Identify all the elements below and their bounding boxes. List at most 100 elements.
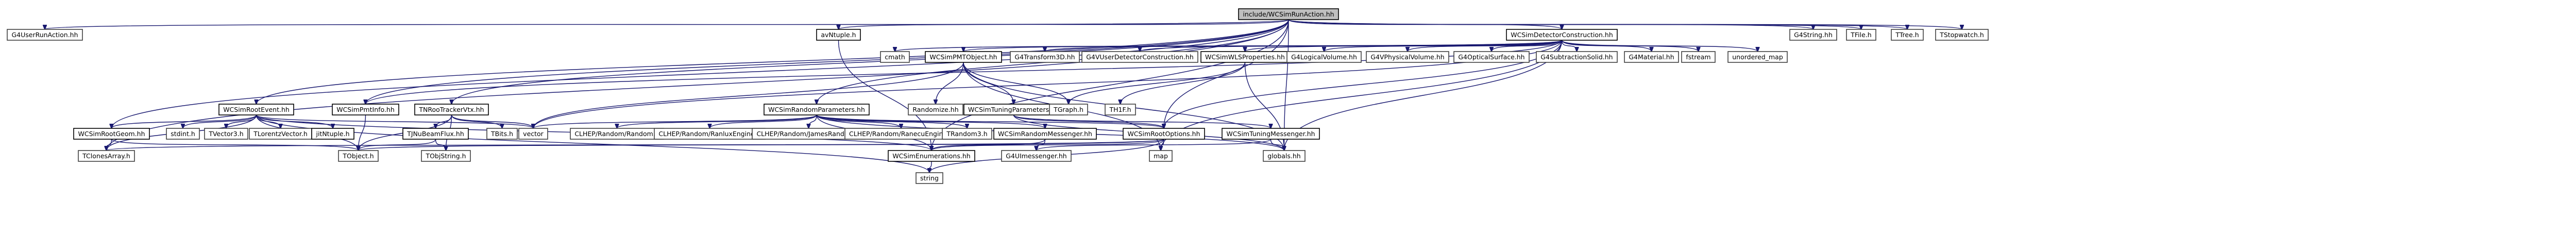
node-box-tnrootrackervtx [414, 104, 489, 115]
node-g4userrunaction: G4UserRunAction.hh [7, 29, 83, 41]
node-box-wcsimdetectorconstruction [1506, 29, 1618, 41]
node-jitntuple[interactable]: jitNtuple.h [311, 128, 354, 140]
node-label-g4vuserdetectorconstruction: G4VUserDetectorConstruction.hh [1086, 53, 1194, 61]
node-root[interactable]: include/WCSimRunAction.hh [1238, 8, 1339, 20]
node-label-g4userrunaction: G4UserRunAction.hh [11, 31, 78, 39]
node-box-wcsimrootevent [218, 104, 294, 115]
node-wcsimrootgeom[interactable]: WCSimRootGeom.hh [73, 128, 150, 140]
node-clhep_james: CLHEP/Random/JamesRandom.h [752, 128, 866, 140]
node-label-fstream: fstream [1686, 53, 1710, 61]
node-label-trandom3: TRandom3.h [946, 130, 987, 138]
node-label-wcsimrootevent: WCSimRootEvent.hh [223, 106, 290, 113]
node-label-randomize: Randomize.hh [912, 106, 958, 113]
edge-wcsimrootgeom-to-tobject [111, 139, 359, 151]
node-cmath: cmath [880, 51, 910, 63]
edge-wcsimdetectorconstruction-to-g4vphysicalvolume [1408, 40, 1563, 52]
node-box-g4transform3d [1010, 51, 1080, 63]
node-box-g4opticalsurface [1453, 51, 1530, 63]
edge-root-to-tstopwatch [1288, 19, 1962, 29]
node-label-tgraph: TGraph.h [1053, 106, 1083, 113]
node-box-wcsimpmtobject [925, 51, 1002, 63]
edge-wcsimrandomparameters-to-wcsimrootoptions [816, 114, 1164, 128]
node-label-ttree: TTree.h [1895, 31, 1919, 39]
edge-wcsimrandomparameters-to-vector [533, 114, 817, 128]
node-tclonesarray: TClonesArray.h [78, 150, 135, 162]
node-wcsimrootevent[interactable]: WCSimRootEvent.hh [218, 104, 294, 115]
node-g4material: G4Material.hh [1624, 51, 1679, 63]
node-label-wcsimpmtobject: WCSimPMTObject.hh [929, 53, 997, 61]
node-unordered_map: unordered_map [1727, 51, 1788, 63]
edge-tnrootrackervtx-to-vector [451, 114, 534, 128]
node-box-vector [518, 128, 548, 140]
node-wcsimwlsproperties[interactable]: WCSimWLSProperties.hh [1200, 51, 1290, 63]
node-g4vuserdetectorconstruction: G4VUserDetectorConstruction.hh [1081, 51, 1198, 63]
node-label-unordered_map: unordered_map [1732, 53, 1783, 61]
node-box-g4material [1624, 51, 1679, 63]
node-wcsimenumerations[interactable]: WCSimEnumerations.hh [888, 150, 975, 162]
node-label-string: string [920, 174, 939, 182]
node-box-g4logicalvolume [1286, 51, 1362, 63]
edge-wcsimrandomparameters-to-clhep_random [617, 114, 817, 128]
node-g4vphysicalvolume: G4VPhysicalVolume.hh [1366, 51, 1449, 63]
node-tobject: TObject.h [338, 150, 379, 162]
node-wcsimrootoptions[interactable]: WCSimRootOptions.hh [1123, 128, 1205, 140]
node-box-tstopwatch [1935, 29, 1989, 41]
node-avntuple[interactable]: avNtuple.h [816, 29, 861, 41]
edge-wcsimrandommessenger-to-wcsimenumerations [931, 139, 1046, 151]
node-tjnubeamflux[interactable]: TJNuBeamFlux.hh [402, 128, 469, 140]
node-label-wcsimrandommessenger: WCSimRandomMessenger.hh [998, 130, 1092, 138]
node-box-map [1149, 150, 1173, 162]
edge-root-to-avntuple [839, 19, 1289, 29]
node-box-globals [1263, 150, 1306, 162]
node-randomize: Randomize.hh [908, 104, 963, 115]
edge-tnrootrackervtx-to-tjnubeamflux [436, 114, 452, 128]
node-globals: globals.hh [1263, 150, 1306, 162]
edge-wcsimwlsproperties-to-th1f [1121, 62, 1246, 104]
node-tlorentzvector: TLorentzVector.h [249, 128, 312, 140]
node-label-tnrootrackervtx: TNRooTrackerVtx.hh [418, 106, 484, 113]
edge-tjnubeamflux-to-tobject [359, 139, 436, 151]
node-wcsimrandomparameters[interactable]: WCSimRandomParameters.hh [764, 104, 870, 115]
node-label-wcsimtuningmessenger: WCSimTuningMessenger.hh [1226, 130, 1315, 138]
node-wcsimrandommessenger[interactable]: WCSimRandomMessenger.hh [993, 128, 1097, 140]
node-g4logicalvolume: G4LogicalVolume.hh [1286, 51, 1362, 63]
node-label-g4string: G4String.hh [1794, 31, 1833, 39]
node-label-wcsimrootoptions: WCSimRootOptions.hh [1127, 130, 1200, 138]
node-box-avntuple [816, 29, 861, 41]
edge-wcsimrandomparameters-to-wcsimrandommessenger [816, 114, 1045, 128]
node-box-wcsimpmtinfo [332, 104, 399, 115]
node-trandom3: TRandom3.h [942, 128, 992, 140]
node-tnrootrackervtx[interactable]: TNRooTrackerVtx.hh [414, 104, 489, 115]
node-label-th1f: TH1F.h [1109, 106, 1131, 113]
edge-wcsimrootoptions-to-wcsimenumerations [931, 139, 1164, 151]
node-box-jitntuple [311, 128, 354, 140]
node-box-fstream [1681, 51, 1716, 63]
node-label-wcsimtuningparameters: WCSimTuningParameters.hh [968, 106, 1059, 113]
node-label-g4logicalvolume: G4LogicalVolume.hh [1291, 53, 1357, 61]
node-wcsimtuningmessenger[interactable]: WCSimTuningMessenger.hh [1222, 128, 1320, 140]
node-label-tstopwatch: TStopwatch.h [1939, 31, 1984, 39]
node-label-wcsimwlsproperties: WCSimWLSProperties.hh [1205, 53, 1285, 61]
edge-root-to-globals [1284, 19, 1289, 151]
edge-wcsimtuningparameters-to-wcsimtuningmessenger [1013, 114, 1271, 128]
node-box-g4vphysicalvolume [1366, 51, 1449, 63]
node-wcsimpmtinfo[interactable]: WCSimPmtInfo.hh [332, 104, 399, 115]
node-tvector3: TVector3.h [204, 128, 248, 140]
node-wcsimpmtobject[interactable]: WCSimPMTObject.hh [925, 51, 1002, 63]
node-label-clhep_ranecu: CLHEP/Random/RanecuEngine.h [849, 130, 953, 138]
node-wcsimtuningparameters[interactable]: WCSimTuningParameters.hh [963, 104, 1064, 115]
node-label-cmath: cmath [885, 53, 905, 61]
edge-root-to-tclonesarray [107, 19, 1289, 151]
node-label-tvector3: TVector3.h [208, 130, 243, 138]
edge-wcsimenumerations-to-string [929, 161, 932, 173]
node-box-g4subtractionsolid [1536, 51, 1618, 63]
edge-root-to-wcsimrootoptions [1164, 19, 1289, 128]
node-label-root: include/WCSimRunAction.hh [1243, 10, 1334, 18]
node-g4string: G4String.hh [1789, 29, 1837, 41]
edge-wcsimdetectorconstruction-to-g4subtractionsolid [1561, 40, 1577, 52]
node-box-wcsimrootoptions [1123, 128, 1205, 140]
node-fstream: fstream [1681, 51, 1716, 63]
node-wcsimdetectorconstruction[interactable]: WCSimDetectorConstruction.hh [1506, 29, 1618, 41]
node-g4uimessenger: G4UImessenger.hh [1001, 150, 1072, 162]
